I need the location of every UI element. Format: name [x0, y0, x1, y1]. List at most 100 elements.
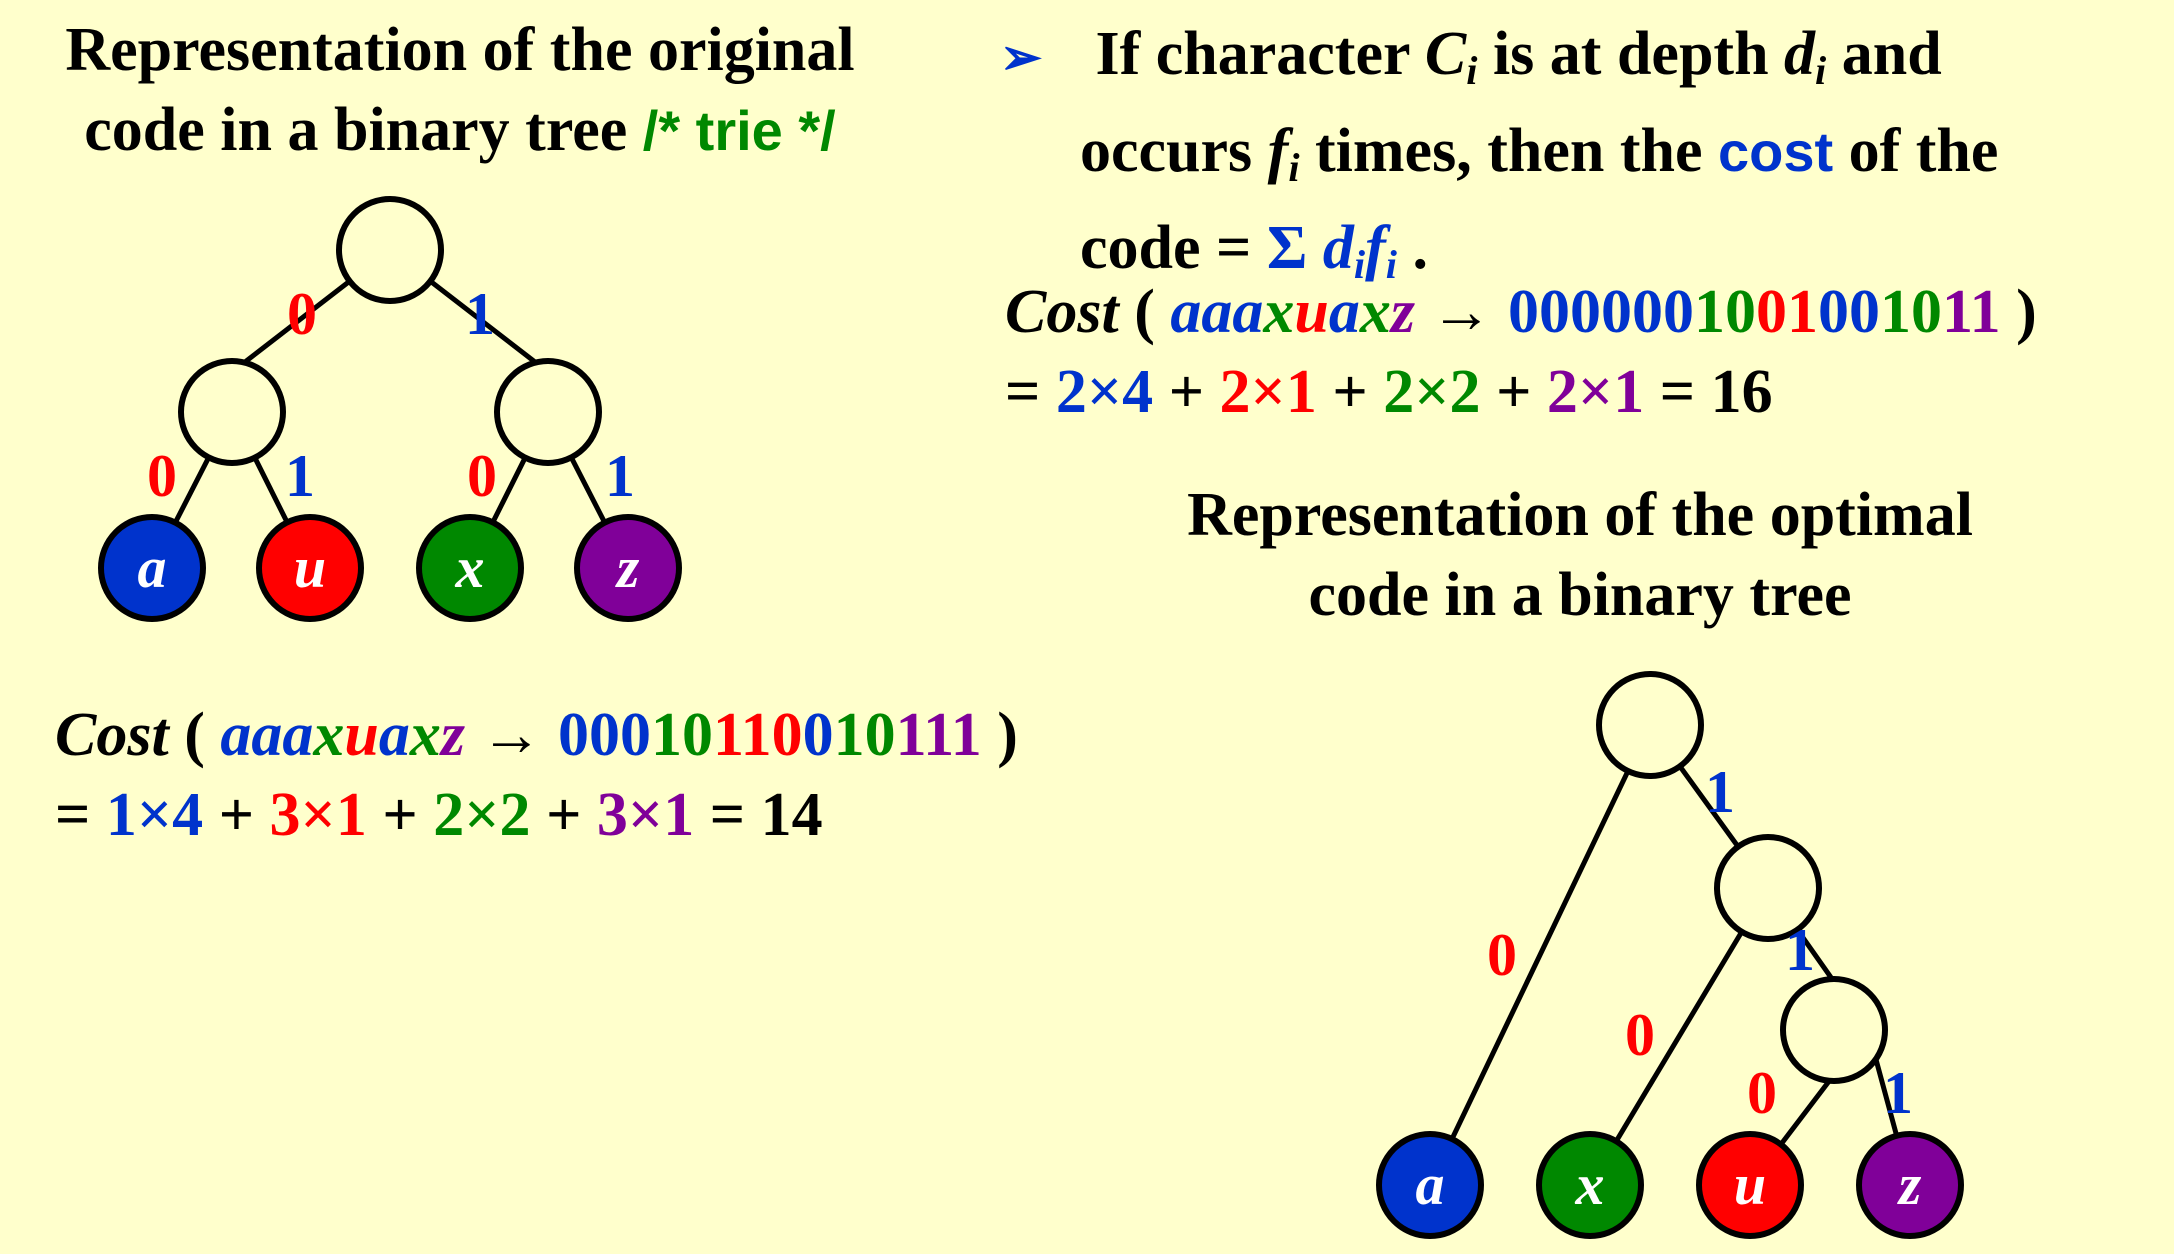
tree-optimal-leaf-3-label: z: [1897, 1152, 1922, 1217]
sum-formula: Σ difi: [1266, 214, 1397, 288]
right-title-line1: Representation of the optimal: [1187, 481, 1973, 549]
bullet-text-6: of the: [1848, 117, 1999, 186]
cost-optimal-result: = 14: [709, 781, 823, 849]
tree-optimal-leaf-3: [1856, 1131, 1964, 1239]
paren-open: (: [184, 701, 205, 769]
tree-original-node-0: [178, 358, 286, 466]
equals: =: [55, 781, 91, 849]
bullet-text-1: If character: [1095, 20, 1410, 88]
cost-optimal-line2: = 1×4 + 3×1 + 2×2 + 3×1 = 14: [55, 775, 1018, 855]
cost-original-line1: Cost ( aaaxuaxz → 0000001001001011 ): [1005, 272, 2037, 352]
cost-original-word-part-1: x: [1263, 278, 1295, 346]
cost-original-code-part-0: 000000: [1508, 278, 1694, 346]
trie-comment: /* trie */: [642, 99, 836, 162]
tree-original-leaf-3-label: z: [615, 535, 640, 600]
paren-open: (: [1134, 278, 1155, 346]
cost-original-code-part-3: 00: [1818, 278, 1880, 346]
cost-optimal-code-part-4: 10: [833, 701, 896, 769]
tree-optimal-edge-label-2: 1: [1785, 917, 1815, 983]
cost-original-term-1: +: [1168, 358, 1205, 426]
tree-optimal-edge-label-0: 1: [1705, 759, 1735, 825]
cost-optimal-term-4: 2×2: [433, 781, 531, 849]
cost-word: cost: [1717, 120, 1834, 184]
bullet-text-5: times, then the: [1315, 117, 1703, 186]
bullet-statement: ➢ If character Ci is at depth di and occ…: [1000, 14, 1998, 305]
tree-optimal-edge-label-1: 0: [1487, 922, 1517, 988]
tree-original-leaf-2-label: x: [455, 535, 485, 600]
right-title: Representation of the optimal code in a …: [1100, 475, 2060, 635]
tree-original-edge-label-4: 0: [467, 443, 497, 509]
cost-optimal-code-part-3: 0: [802, 701, 834, 769]
tree-original-edge-label-0: 0: [287, 281, 317, 347]
cost-optimal-term-2: 3×1: [269, 781, 367, 849]
tree-original-leaf-1: [256, 514, 364, 622]
char-symbol: Ci: [1424, 20, 1478, 94]
cost-optimal-word-part-5: z: [440, 701, 465, 769]
cost-original-word: aaaxuaxz: [1170, 278, 1415, 346]
left-title-line2: code in a binary tree: [84, 96, 628, 164]
cost-original-code-part-5: 11: [1942, 278, 2001, 346]
cost-original-result: = 16: [1659, 358, 1773, 426]
cost-optimal-word-part-4: x: [409, 701, 441, 769]
tree-optimal-leaf-1-label: x: [1575, 1152, 1605, 1217]
cost-optimal: Cost ( aaaxuaxz → 00010110010111 ) = 1×4…: [55, 695, 1018, 855]
tree-optimal-edge-label-4: 0: [1747, 1060, 1777, 1126]
cost-original-code-part-1: 10: [1694, 278, 1756, 346]
cost-original-word-part-5: z: [1390, 278, 1415, 346]
cost-optimal-word-part-1: x: [313, 701, 345, 769]
cost-optimal-term-5: +: [546, 781, 582, 849]
cost-original-word-part-0: aaa: [1170, 278, 1264, 346]
bullet-text-2: is at depth: [1492, 20, 1769, 88]
cost-original-label: Cost: [1005, 278, 1119, 346]
bullet-line3: code = Σ difi .: [1000, 208, 1998, 305]
cost-original-word-part-3: a: [1328, 278, 1360, 346]
paren-close: ): [2016, 278, 2037, 346]
tree-optimal-edge-label-5: 1: [1883, 1060, 1913, 1126]
tree-original-edge-label-3: 1: [285, 443, 315, 509]
tree-original-leaf-3: [574, 514, 682, 622]
tree-optimal-node-11: [1780, 976, 1888, 1084]
cost-optimal-code-part-0: 000: [558, 701, 651, 769]
cost-original-term-3: +: [1332, 358, 1368, 426]
depth-symbol: di: [1784, 20, 1827, 94]
tree-optimal-leaf-2-label: u: [1734, 1152, 1766, 1217]
right-title-line2: code in a binary tree: [1308, 561, 1852, 629]
cost-optimal-line1: Cost ( aaaxuaxz → 00010110010111 ): [55, 695, 1018, 775]
bullet-text-4: occurs: [1080, 117, 1253, 186]
cost-optimal-code-part-5: 111: [895, 701, 982, 769]
tree-optimal-leaf-1: [1536, 1131, 1644, 1239]
cost-original-word-part-4: x: [1359, 278, 1391, 346]
cost-original-word-part-2: u: [1294, 278, 1329, 346]
cost-original-term-4: 2×2: [1383, 358, 1481, 426]
tree-original-leaf-0-label: a: [138, 535, 167, 600]
cost-original-line2: = 2×4 + 2×1 + 2×2 + 2×1 = 16: [1005, 352, 2037, 432]
freq-symbol: fi: [1267, 117, 1300, 191]
left-title-line2-wrap: code in a binary tree /* trie */: [20, 90, 900, 171]
cost-original-code: 0000001001001011: [1508, 278, 2001, 346]
left-title-line1: Representation of the original: [65, 16, 855, 84]
cost-optimal-code-part-2: 110: [713, 701, 803, 769]
left-title: Representation of the original code in a…: [20, 10, 900, 171]
bullet-text-3: and: [1841, 20, 1942, 88]
cost-original-term-2: 2×1: [1219, 358, 1317, 426]
cost-optimal-word-part-0: aaa: [220, 701, 314, 769]
cost-optimal-term-6: 3×1: [596, 781, 695, 849]
cost-original-code-part-2: 01: [1756, 278, 1818, 346]
tree-optimal: a x u z 1 0 1 0 0 1: [1376, 671, 1964, 1239]
cost-original: Cost ( aaaxuaxz → 0000001001001011 ) = 2…: [1005, 272, 2037, 432]
tree-original-edge-label-2: 0: [147, 443, 177, 509]
tree-optimal-leaf-2: [1696, 1131, 1804, 1239]
cost-optimal-word: aaaxuaxz: [220, 701, 465, 769]
tree-original: a u x z 0 1 0 1 0 1: [98, 196, 682, 622]
bullet-marker: ➢: [1000, 29, 1042, 85]
cost-optimal-code: 00010110010111: [558, 701, 982, 769]
cost-original-term-5: +: [1496, 358, 1532, 426]
cost-optimal-code-part-1: 10: [651, 701, 713, 769]
tree-original-root: [336, 196, 444, 304]
tree-original-edge-label-1: 1: [465, 281, 495, 347]
tree-optimal-node-1: [1714, 834, 1822, 942]
bullet-line2: occurs fi times, then the cost of the: [1000, 111, 1998, 208]
cost-original-term-0: 2×4: [1055, 358, 1154, 426]
bullet-text-7: code =: [1080, 214, 1252, 283]
cost-optimal-label: Cost: [55, 701, 169, 769]
